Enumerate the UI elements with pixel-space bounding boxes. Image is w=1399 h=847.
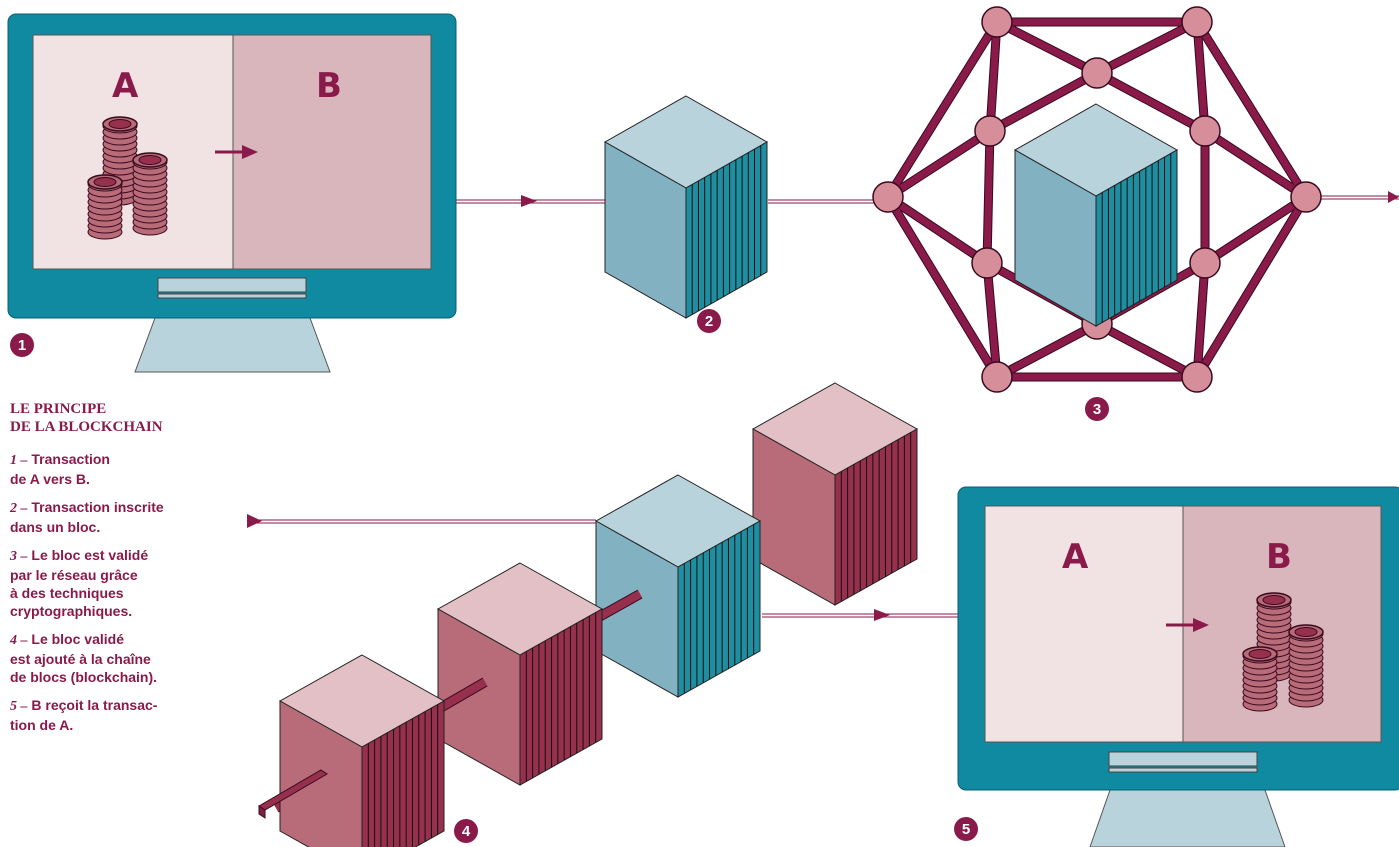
label-a: A [112,66,139,106]
coin-stack [132,152,168,236]
cube [1013,103,1179,327]
network-node [981,6,1013,38]
legend-text: Le bloc validé [31,631,124,647]
legend-text: Le bloc est validé [31,547,149,563]
network-node [872,181,904,213]
coin-stack [87,174,123,240]
legend-number: 1 – [10,453,28,468]
legend-text: tion de A. [10,717,74,733]
label-b: B [316,66,342,106]
monitor-sender: A B [7,13,457,373]
legend-title-line: LE PRINCIPE [10,401,107,417]
legend-item-5: 5 – B reçoit la transac- tion de A. [10,696,220,734]
svg-text:5: 5 [962,821,970,838]
network-node [1081,57,1113,89]
connector-1-2 [456,195,608,207]
legend-text: B reçoit la transac- [31,697,158,713]
connector-4-5 [762,609,960,621]
legend-number: 2 – [10,501,28,516]
screen-panel-b [232,34,432,270]
label-b: B [1266,537,1292,577]
legend-item-4: 4 – Le bloc validé est ajouté à la chaîn… [10,630,220,686]
step-badge-5: 5 [954,817,978,841]
network-node [974,115,1006,147]
legend-text: est ajouté à la chaîne [10,651,151,667]
monitor-receiver: A B [957,486,1399,847]
transfer-arrow [215,145,258,159]
block-cube-validating [1013,103,1179,327]
monitor-slot-line [157,293,307,299]
network-node [1189,115,1221,147]
svg-text:1: 1 [18,337,26,354]
legend-text: de blocs (blockchain). [10,669,158,685]
svg-text:3: 3 [1093,401,1101,418]
step-badge-1: 1 [10,333,34,357]
legend: LE PRINCIPE DE LA BLOCKCHAIN 1 – Transac… [10,400,220,744]
coin-stacks-icon [1242,592,1324,712]
cube [278,654,446,847]
connector-2-3 [768,199,885,204]
svg-text:2: 2 [705,313,713,330]
network-node [981,361,1013,393]
monitor-stand [134,317,331,373]
coin-stack [1288,624,1324,708]
legend-text: Transaction [31,451,110,467]
legend-title: LE PRINCIPE DE LA BLOCKCHAIN [10,400,220,436]
validation-network [872,6,1322,393]
network-node [1290,181,1322,213]
monitor-slot [1108,751,1258,767]
legend-item-3: 3 – Le bloc est validé par le réseau grâ… [10,546,220,620]
coin-stacks-icon [87,116,168,240]
cube [594,474,762,698]
blockchain-chain [258,382,919,847]
legend-text: de A vers B. [10,471,90,487]
connector-chain-return [247,514,596,528]
monitor-slot [157,277,307,293]
network-node [1189,247,1221,279]
legend-text: à des techniques [10,585,124,601]
step-badge-3: 3 [1085,397,1109,421]
legend-text: cryptographiques. [10,603,133,619]
legend-number: 5 – [10,699,28,714]
legend-title-line: DE LA BLOCKCHAIN [10,419,163,435]
monitor-stand [1089,789,1286,847]
screen-panel-a [984,505,1184,743]
legend-item-2: 2 – Transaction inscrite dans un bloc. [10,498,220,536]
legend-item-1: 1 – Transaction de A vers B. [10,450,220,488]
legend-text: dans un bloc. [10,519,101,535]
legend-text: Transaction inscrite [31,499,164,515]
label-a: A [1062,537,1089,577]
legend-number: 3 – [10,549,28,564]
cube [603,95,769,319]
cube [436,562,604,786]
legend-text: par le réseau grâce [10,567,138,583]
step-badge-2: 2 [697,309,721,333]
block-cube-pending [603,95,769,319]
svg-text:4: 4 [462,823,471,840]
network-node [1181,6,1213,38]
legend-number: 4 – [10,633,28,648]
network-node [1181,361,1213,393]
monitor-slot-line [1108,767,1258,773]
coin-stack [1242,646,1278,712]
cube [751,382,919,606]
step-badge-4: 4 [454,819,478,843]
network-node [971,247,1003,279]
transfer-arrow [1166,618,1209,632]
